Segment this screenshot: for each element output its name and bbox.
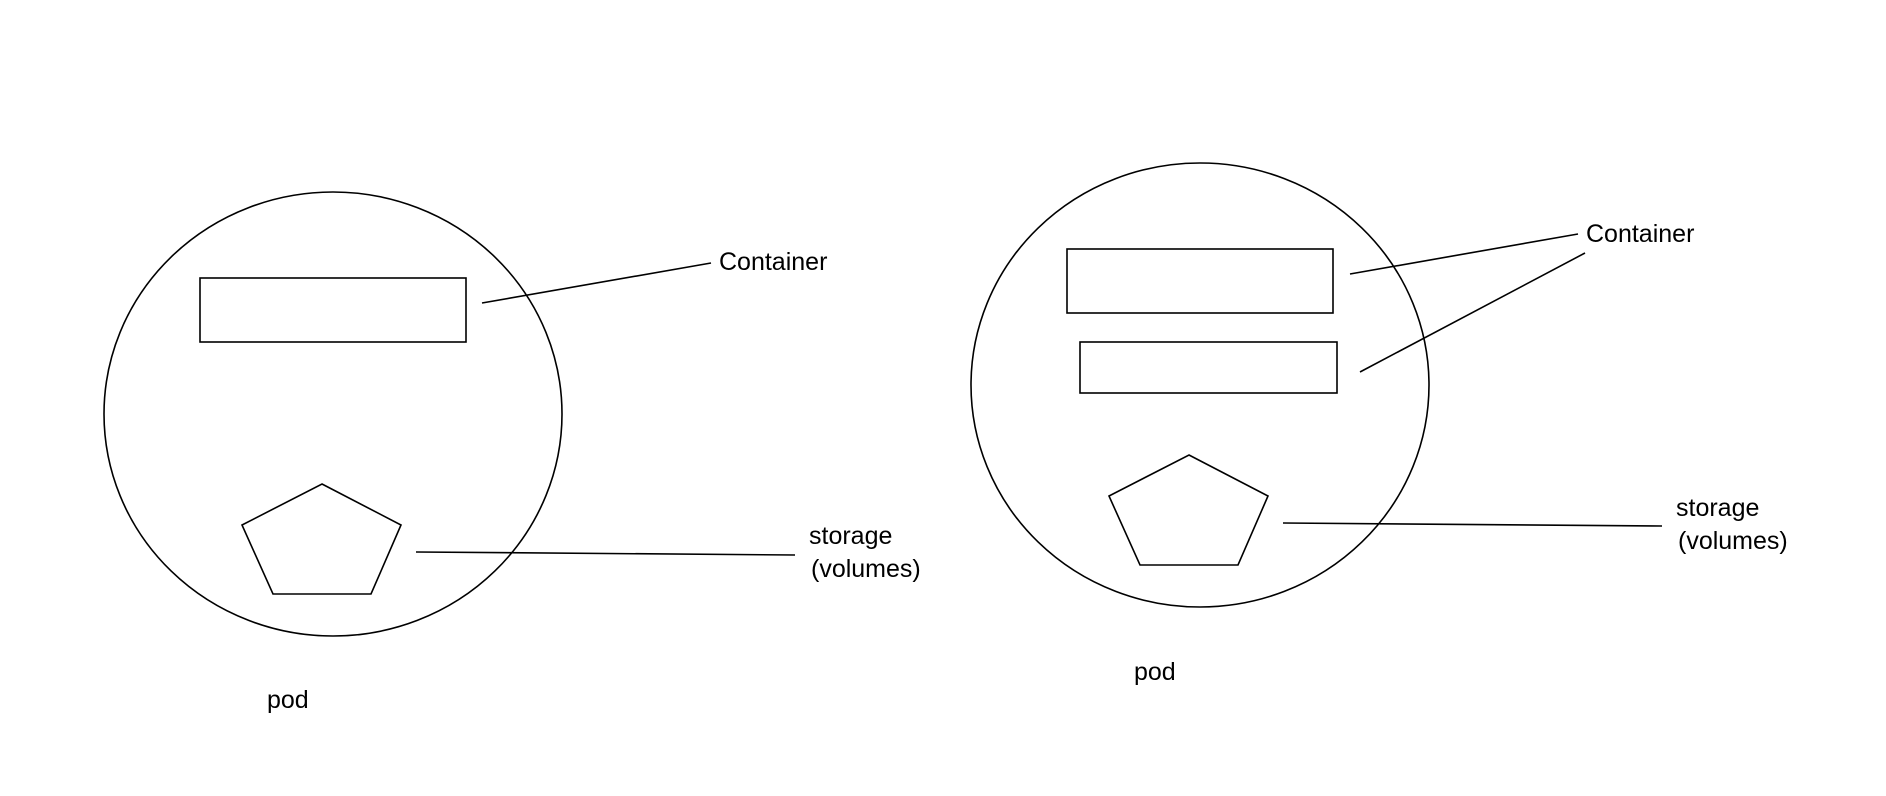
storage-label: storage [809,522,892,550]
container-box-second [1079,341,1338,394]
storage-leader-line [1282,522,1663,527]
storage-label-volumes: (volumes) [1678,527,1788,555]
storage-label: storage [1676,494,1759,522]
container-leader-line-second [1359,252,1586,373]
pod-label: pod [1134,658,1176,686]
container-leader-line [481,262,712,304]
container-leader-line [1349,233,1579,275]
pod-two-containers: Container storage (volumes) pod [970,162,1788,686]
pod-circle [103,191,563,637]
container-label: Container [1586,220,1694,248]
container-label: Container [719,248,827,276]
pod-single-container: Container storage (volumes) pod [103,191,921,714]
pod-label: pod [267,686,309,714]
storage-leader-line [415,551,796,556]
pod-circle [970,162,1430,608]
storage-volume-pentagon [1107,454,1270,566]
storage-volume-pentagon [240,483,403,595]
storage-label-volumes: (volumes) [811,555,921,583]
container-box [1066,248,1334,314]
container-box [199,277,467,343]
